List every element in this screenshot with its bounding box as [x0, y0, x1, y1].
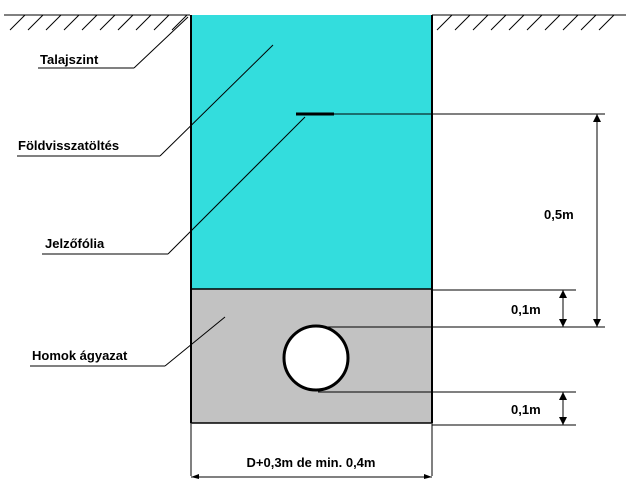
- dimension-trench-width: D+0,3m de min. 0,4m: [190, 424, 433, 479]
- label-ground-level: Talajszint: [38, 16, 189, 69]
- ground-surface-left: [4, 14, 190, 31]
- dimension-cover-above-pipe: 0,1m: [511, 290, 567, 327]
- dimension-cover-above-pipe-text: 0,1m: [511, 302, 541, 317]
- pipe-circle: [282, 324, 350, 392]
- dimension-bedding-below-pipe-text: 0,1m: [511, 402, 541, 417]
- ground-surface-right: [432, 14, 626, 31]
- label-backfill: Földvisszatöltés: [17, 44, 274, 157]
- backfill-zone: [191, 15, 432, 289]
- label-warning-foil-text: Jelzőfólia: [45, 236, 105, 251]
- dimension-extension-lines: [318, 113, 605, 426]
- dimension-foil-depth: 0,5m: [544, 114, 601, 327]
- label-sand-bedding: Homok ágyazat: [30, 316, 226, 367]
- dimension-foil-depth-text: 0,5m: [544, 207, 574, 222]
- dimension-trench-width-text: D+0,3m de min. 0,4m: [247, 455, 376, 470]
- label-sand-bedding-text: Homok ágyazat: [32, 348, 128, 363]
- label-warning-foil: Jelzőfólia: [42, 116, 306, 255]
- label-backfill-text: Földvisszatöltés: [18, 138, 119, 153]
- label-ground-level-text: Talajszint: [40, 52, 99, 67]
- dimension-bedding-below-pipe: 0,1m: [511, 392, 567, 425]
